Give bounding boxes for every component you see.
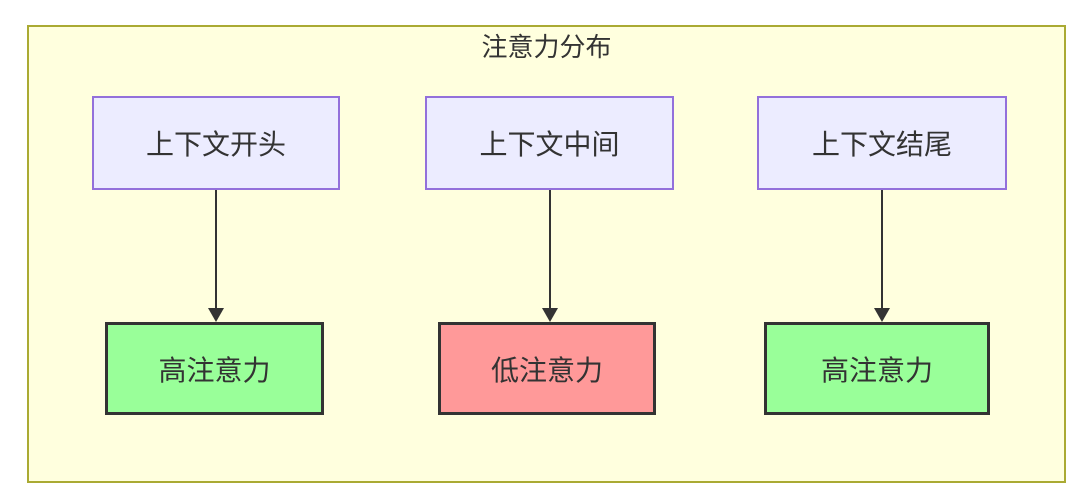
arrowhead-icon <box>874 308 890 322</box>
node-high-attention-right: 高注意力 <box>764 322 990 415</box>
arrow-line <box>549 190 551 310</box>
arrow-line <box>881 190 883 310</box>
node-low-attention: 低注意力 <box>438 322 656 415</box>
node-context-beginning: 上下文开头 <box>92 96 340 190</box>
arrow-line <box>215 190 217 310</box>
node-context-middle: 上下文中间 <box>425 96 674 190</box>
node-context-end: 上下文结尾 <box>757 96 1007 190</box>
arrow-end-to-high <box>874 190 890 322</box>
attention-distribution-subgraph: 注意力分布 上下文开头 上下文中间 上下文结尾 高注意力 低注意力 高注意力 <box>27 25 1066 483</box>
node-high-attention-left: 高注意力 <box>105 322 324 415</box>
arrow-beginning-to-high <box>208 190 224 322</box>
arrowhead-icon <box>208 308 224 322</box>
arrow-middle-to-low <box>542 190 558 322</box>
diagram-title: 注意力分布 <box>481 32 612 62</box>
arrowhead-icon <box>542 308 558 322</box>
